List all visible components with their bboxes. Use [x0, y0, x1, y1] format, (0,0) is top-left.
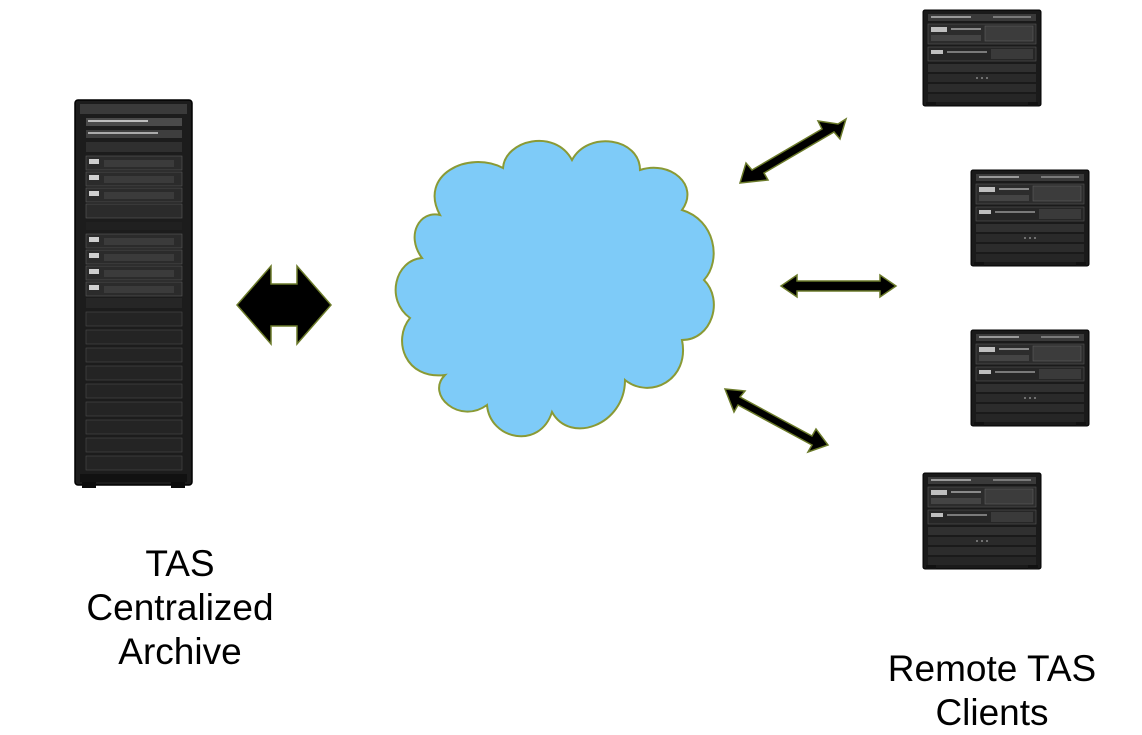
remote-clients-label-line-1: Remote TAS — [887, 648, 1097, 689]
central-archive-label-line-2: Centralized — [86, 587, 274, 628]
bidirectional-arrow-icon — [236, 263, 332, 347]
remote-clients-label: Remote TAS Clients — [842, 647, 1142, 735]
server-rack-icon — [74, 99, 193, 488]
central-archive-label-line-1: TAS — [145, 543, 215, 584]
server-chassis-icon — [970, 329, 1090, 427]
remote-clients-label-line-2: Clients — [935, 692, 1049, 733]
bidirectional-arrow-icon — [738, 117, 848, 184]
server-chassis-icon — [922, 472, 1042, 570]
central-archive-label: TAS Centralized Archive — [50, 542, 310, 674]
bidirectional-arrow-icon — [779, 273, 898, 299]
server-chassis-icon — [970, 169, 1090, 267]
bidirectional-arrow-icon — [723, 388, 830, 454]
server-chassis-icon — [922, 9, 1042, 107]
central-archive-label-line-3: Archive — [118, 631, 242, 672]
cloud-icon — [394, 140, 715, 438]
